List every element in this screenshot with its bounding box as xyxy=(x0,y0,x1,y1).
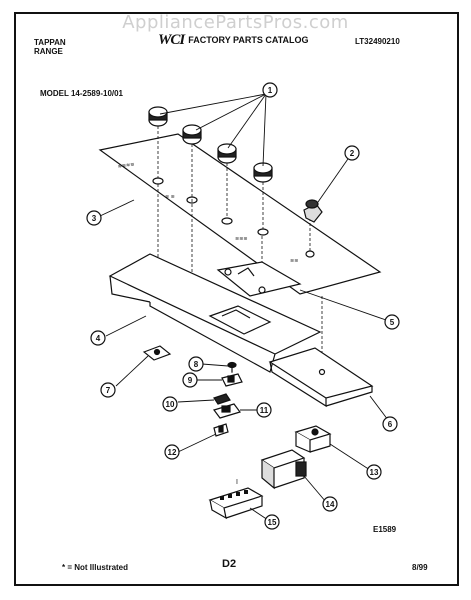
catalog-header: WCI FACTORY PARTS CATALOG xyxy=(158,32,309,48)
callout-circle xyxy=(182,372,198,388)
indicator-light xyxy=(303,199,323,223)
callout-label: 9 xyxy=(188,376,193,385)
brand-block: TAPPAN RANGE xyxy=(34,38,66,56)
callout-circle xyxy=(256,402,272,418)
callout-circle xyxy=(344,145,360,161)
switch xyxy=(221,373,243,387)
callout-label: 13 xyxy=(370,468,379,477)
callout-label: 3 xyxy=(92,214,97,223)
terminal-block xyxy=(213,403,241,419)
timer-box xyxy=(260,449,307,490)
knob xyxy=(182,124,202,145)
page-border xyxy=(14,12,459,586)
callout-label: 12 xyxy=(168,448,177,457)
svg-text:≋≋≋: ≋≋≋ xyxy=(235,236,248,242)
callout-label: 15 xyxy=(268,518,277,527)
clip xyxy=(213,393,231,405)
svg-text:≋≋≋≋: ≋≋≋≋ xyxy=(117,162,134,170)
small-bracket xyxy=(142,345,172,361)
catalog-title: FACTORY PARTS CATALOG xyxy=(188,35,309,45)
cover-plate xyxy=(268,347,374,399)
footnote: * = Not Illustrated xyxy=(62,563,129,572)
callout-circle xyxy=(188,356,204,372)
page-number: D2 xyxy=(222,558,237,570)
callout-circle xyxy=(100,382,116,398)
callout-circle xyxy=(164,444,180,460)
callout-label: 14 xyxy=(326,500,335,509)
callout-circle xyxy=(366,464,382,480)
product-type: RANGE xyxy=(34,47,63,56)
callout-label: 6 xyxy=(388,420,393,429)
callout-label: 8 xyxy=(194,360,199,369)
watermark: AppliancePartsPros.com xyxy=(122,12,349,33)
callout-label: 1 xyxy=(268,86,273,95)
publication-number: LT32490210 xyxy=(355,37,400,46)
relay xyxy=(294,425,332,453)
back-panel xyxy=(108,253,322,355)
callout-circle xyxy=(262,82,278,98)
terminal-strip xyxy=(208,487,264,520)
svg-text:≋ ≋: ≋ ≋ xyxy=(165,194,175,200)
control-panel xyxy=(98,133,382,295)
brand-name: TAPPAN xyxy=(34,38,66,47)
drawing-code: E1589 xyxy=(373,525,397,534)
callout-circle xyxy=(264,514,280,530)
callout-circle xyxy=(322,496,338,512)
callout-label: 10 xyxy=(166,400,175,409)
not-illustrated-mark: I xyxy=(236,479,238,486)
screw xyxy=(227,361,237,372)
callout-circle xyxy=(162,396,178,412)
callout-circle xyxy=(384,314,400,330)
revision-date: 8/99 xyxy=(412,563,428,572)
callout-circle xyxy=(86,210,102,226)
callout-label: 2 xyxy=(350,149,355,158)
callout-label: 5 xyxy=(390,318,395,327)
callout-label: 7 xyxy=(106,386,111,395)
retainer-clip xyxy=(213,423,229,437)
mounting-bracket xyxy=(216,261,302,297)
callout-circle xyxy=(382,416,398,432)
model-number: MODEL 14-2589-10/01 xyxy=(40,89,124,98)
svg-text:≋≋: ≋≋ xyxy=(290,258,298,264)
knob xyxy=(148,106,168,127)
callout-label: 11 xyxy=(260,406,269,415)
callout-label: 4 xyxy=(96,334,101,343)
callout-circle xyxy=(90,330,106,346)
knob xyxy=(217,143,237,164)
wci-logo: WCI xyxy=(158,32,185,48)
